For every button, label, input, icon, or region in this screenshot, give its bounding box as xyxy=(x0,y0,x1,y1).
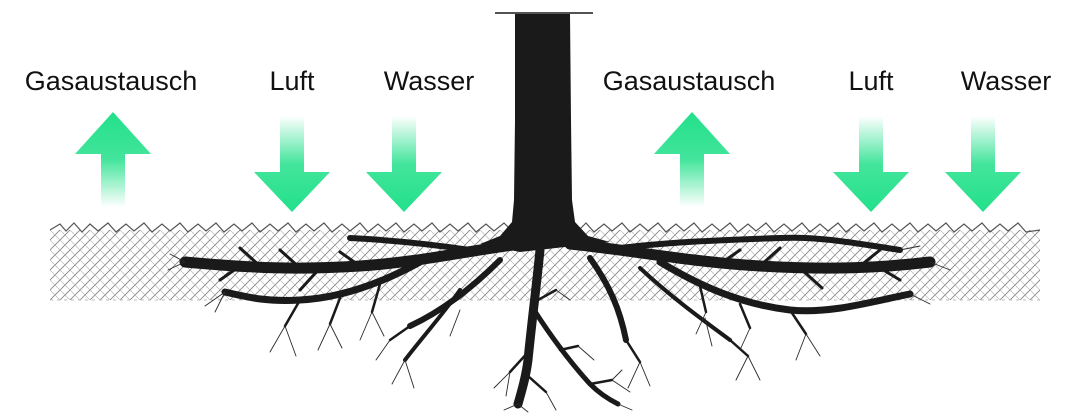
label-air-left: Luft xyxy=(269,63,314,99)
label-water-left: Wasser xyxy=(384,63,475,99)
label-gas-exchange-left: Gasaustausch xyxy=(25,63,198,99)
arrow-gas-right xyxy=(654,112,730,207)
label-water-right: Wasser xyxy=(961,63,1052,99)
arrow-down-icon xyxy=(945,116,1021,212)
arrow-water-left xyxy=(366,116,442,212)
arrow-air-right xyxy=(833,116,909,212)
tree-trunk xyxy=(480,13,610,252)
arrow-up-icon xyxy=(654,112,730,207)
arrow-down-icon xyxy=(833,116,909,212)
arrow-air-left xyxy=(254,116,330,212)
root-center-branch xyxy=(534,310,618,404)
label-gas-exchange-right: Gasaustausch xyxy=(603,63,776,99)
arrow-down-icon xyxy=(366,116,442,212)
trunk-body xyxy=(480,14,610,252)
arrow-water-right xyxy=(945,116,1021,212)
label-air-right: Luft xyxy=(848,63,893,99)
arrow-gas-left xyxy=(75,112,151,207)
arrow-up-icon xyxy=(75,112,151,207)
arrow-down-icon xyxy=(254,116,330,212)
